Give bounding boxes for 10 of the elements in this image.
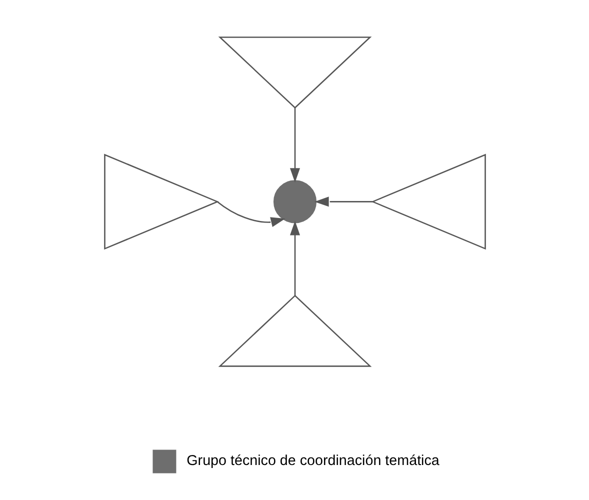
arrow (289, 108, 300, 182)
node-triangle (104, 154, 219, 250)
arrow (216, 201, 285, 227)
arrow (289, 220, 300, 296)
node-circle (272, 180, 316, 224)
node-triangle (370, 154, 486, 250)
legend-label: Grupo técnico de coordinación temática (186, 453, 439, 470)
node-triangle (218, 294, 372, 367)
node-triangle (218, 36, 372, 109)
arrow (314, 196, 372, 207)
